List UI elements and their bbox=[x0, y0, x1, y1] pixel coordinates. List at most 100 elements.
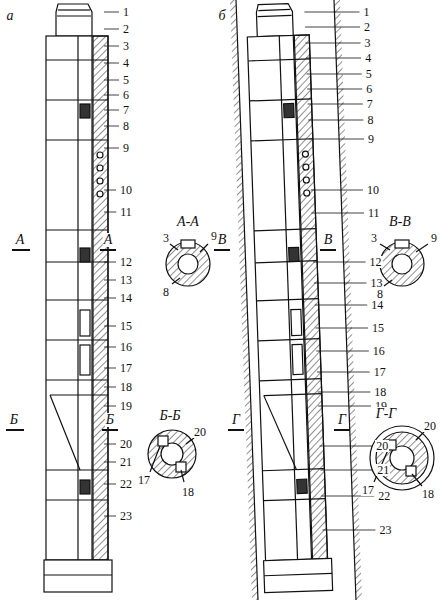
callout-number: 18 bbox=[119, 381, 133, 393]
section-letter: Б-Б bbox=[158, 409, 181, 423]
section-letter: Б bbox=[105, 413, 115, 427]
callout-number: 8 bbox=[122, 120, 130, 132]
callout-number: 14 bbox=[119, 292, 133, 304]
leader-line bbox=[104, 387, 116, 388]
callout-number: 8 bbox=[366, 114, 374, 126]
leader-line bbox=[104, 190, 116, 191]
callout-number: 20 bbox=[119, 438, 133, 450]
leader-line bbox=[104, 484, 116, 485]
leader-line bbox=[314, 283, 366, 284]
callout-number: 6 bbox=[365, 83, 373, 95]
leader-line bbox=[308, 104, 363, 105]
callout-number: 17 bbox=[137, 474, 151, 486]
callout-number: 18 bbox=[421, 488, 435, 500]
callout-number: 20 bbox=[423, 420, 437, 432]
leader-line bbox=[104, 298, 116, 299]
leader-line bbox=[323, 530, 376, 531]
callout-number: 7 bbox=[122, 104, 130, 116]
section-letter: Б bbox=[9, 413, 19, 427]
leader-line bbox=[307, 74, 362, 75]
callout-number: 3 bbox=[162, 232, 170, 244]
section-letter: а bbox=[6, 9, 15, 23]
section-letter: Г-Г bbox=[375, 407, 398, 421]
leader-line bbox=[104, 347, 116, 348]
leader-line bbox=[306, 43, 361, 44]
callout-number: 4 bbox=[122, 57, 130, 69]
leader-line bbox=[104, 262, 116, 263]
leader-line bbox=[315, 305, 367, 306]
callout-number: 10 bbox=[366, 184, 380, 196]
leader-line bbox=[104, 516, 116, 517]
section-letter: В bbox=[217, 233, 228, 247]
leader-line bbox=[104, 148, 119, 149]
leader-line bbox=[104, 126, 119, 127]
callout-number: 21 bbox=[119, 456, 133, 468]
callout-number: 9 bbox=[367, 133, 375, 145]
callout-number: 11 bbox=[367, 207, 381, 219]
callout-number: 2 bbox=[122, 23, 130, 35]
leader-line bbox=[305, 27, 360, 28]
callout-number: 4 bbox=[364, 52, 372, 64]
callout-number: 22 bbox=[377, 490, 391, 502]
leader-line bbox=[104, 46, 119, 47]
leader-line bbox=[104, 326, 116, 327]
callout-number: 9 bbox=[430, 232, 438, 244]
callout-number: 22 bbox=[119, 478, 133, 490]
leader-line bbox=[104, 462, 116, 463]
section-letter: А bbox=[103, 233, 114, 247]
leader-line bbox=[311, 213, 364, 214]
callout-number: 16 bbox=[372, 345, 386, 357]
callout-number: 8 bbox=[376, 288, 384, 300]
leader-line bbox=[320, 446, 373, 447]
leader-line bbox=[104, 80, 119, 81]
section-letter: б bbox=[217, 9, 226, 23]
callout-number: 8 bbox=[162, 286, 170, 298]
leader-line bbox=[304, 12, 359, 13]
callout-number: 12 bbox=[369, 256, 383, 268]
leader-line bbox=[309, 139, 364, 140]
leader-line bbox=[104, 12, 119, 13]
callout-number: 20 bbox=[375, 440, 389, 452]
leader-line bbox=[316, 351, 369, 352]
leader-line bbox=[104, 444, 116, 445]
leader-line bbox=[104, 95, 119, 96]
callout-number: 17 bbox=[119, 362, 133, 374]
leader-line bbox=[308, 120, 363, 121]
callout-number: 17 bbox=[373, 366, 387, 378]
section-letter: В bbox=[323, 233, 334, 247]
callout-number: 23 bbox=[119, 510, 133, 522]
section-letter: Г bbox=[231, 413, 241, 427]
callout-number: 14 bbox=[370, 299, 384, 311]
callout-number: 15 bbox=[371, 322, 385, 334]
leader-line bbox=[311, 190, 363, 191]
callout-number: 19 bbox=[119, 400, 133, 412]
callout-number: 17 bbox=[361, 484, 375, 496]
callout-number: 3 bbox=[122, 40, 130, 52]
callout-number: 11 bbox=[119, 206, 133, 218]
section-letter: А bbox=[15, 233, 26, 247]
callout-number: 23 bbox=[378, 524, 392, 536]
callout-number: 3 bbox=[370, 232, 378, 244]
callout-number: 18 bbox=[373, 386, 387, 398]
callout-number: 2 bbox=[363, 21, 371, 33]
callout-number: 15 bbox=[119, 320, 133, 332]
callout-number: 16 bbox=[119, 341, 133, 353]
callout-number: 1 bbox=[362, 6, 370, 18]
callout-number: 10 bbox=[119, 184, 133, 196]
leader-line bbox=[320, 470, 373, 471]
section-letter: Г bbox=[337, 413, 347, 427]
callout-number: 6 bbox=[122, 89, 130, 101]
leader-line bbox=[318, 392, 371, 393]
callout-number: 9 bbox=[122, 142, 130, 154]
section-letter: А-А bbox=[176, 215, 200, 229]
section-letter: В-В bbox=[388, 215, 412, 229]
leader-line bbox=[104, 63, 119, 64]
callout-number: 5 bbox=[365, 68, 373, 80]
leader-line bbox=[104, 212, 116, 213]
callout-number: 12 bbox=[119, 256, 133, 268]
leader-line bbox=[104, 29, 119, 30]
callout-number: 5 bbox=[122, 74, 130, 86]
leader-line bbox=[317, 372, 370, 373]
leader-line bbox=[104, 280, 116, 281]
